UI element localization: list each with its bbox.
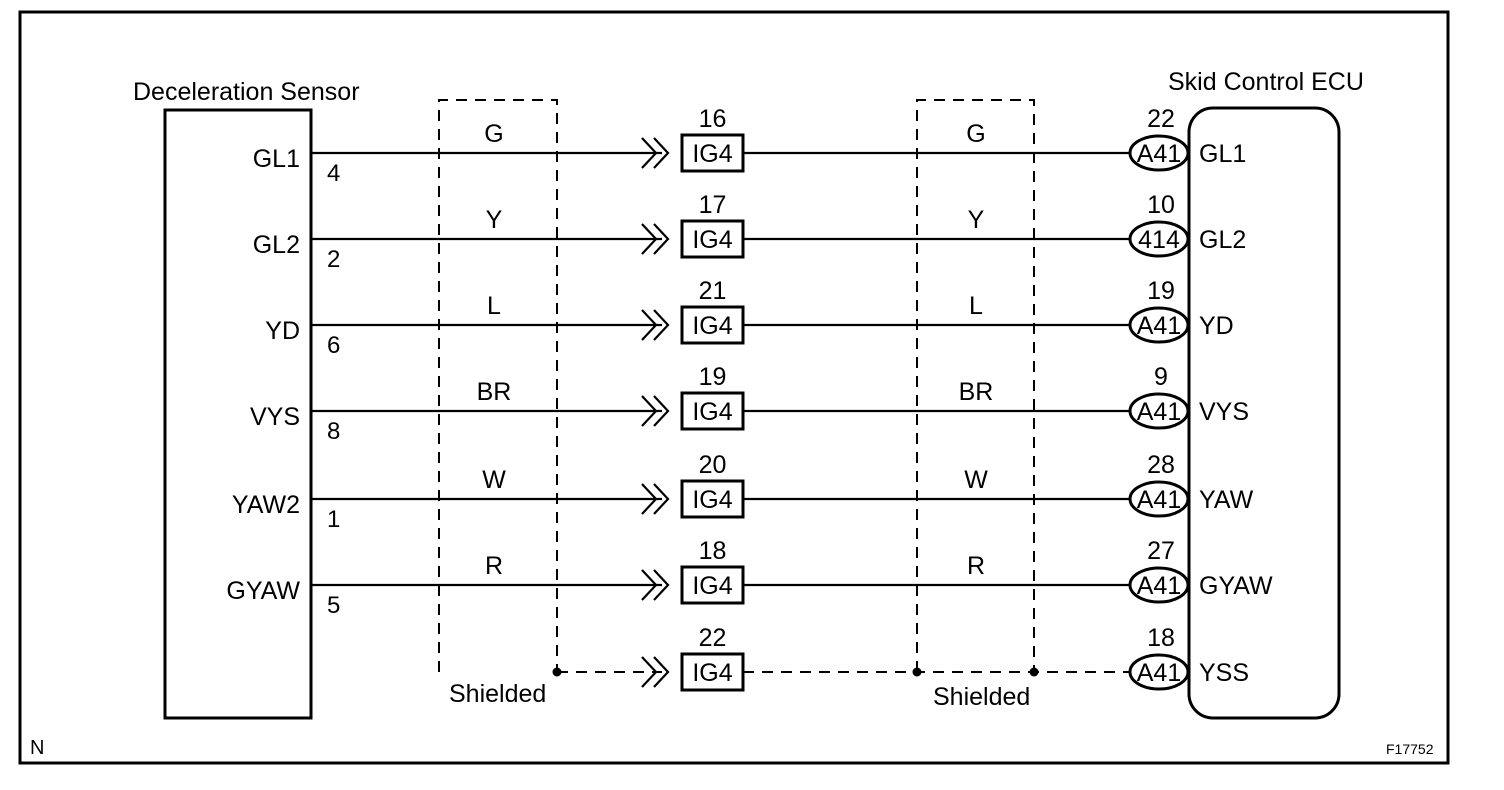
shield-right	[916, 99, 1035, 672]
ecu-connector-label: A41	[1137, 398, 1181, 426]
junction-box	[680, 652, 745, 692]
ecu-pin-number: 10	[1147, 191, 1175, 219]
ecu-terminal-label: GL1	[1199, 140, 1246, 168]
ecu-terminal-label: YSS	[1199, 659, 1249, 687]
wire-color-right: W	[964, 466, 988, 494]
ecu-pin-number: 19	[1147, 277, 1175, 305]
junction-pin-number: 18	[699, 537, 727, 565]
ecu-terminal-label: YD	[1199, 312, 1234, 340]
wire-color-left: Y	[486, 206, 503, 234]
junction-box	[680, 565, 745, 605]
wire-color-left: L	[487, 292, 501, 320]
chevron-connector-icon	[641, 223, 670, 255]
ecu-pin-number: 18	[1147, 624, 1175, 652]
ecu-terminal-label: GYAW	[1199, 572, 1273, 600]
junction-pin-number: 21	[699, 277, 727, 305]
ecu-connector-oval	[1128, 220, 1190, 258]
sensor-pin-number: 2	[327, 246, 340, 273]
chevron-connector-icon	[641, 656, 670, 688]
footer-left-mark: N	[30, 737, 44, 759]
ecu-connector-oval	[1128, 480, 1190, 518]
ecu-pin-number: 27	[1147, 537, 1175, 565]
junction-label: IG4	[692, 226, 732, 254]
ecu-connector-label: A41	[1137, 486, 1181, 514]
sensor-title: Deceleration Sensor	[133, 78, 360, 106]
junction-pin-number: 17	[699, 191, 727, 219]
junction-box	[680, 305, 745, 345]
sensor-terminal-label: YD	[265, 317, 300, 345]
sensor-terminal-label: GL2	[253, 231, 300, 259]
wire-color-left: G	[484, 120, 503, 148]
junction-box	[680, 479, 745, 519]
junction-box	[680, 133, 745, 173]
ecu-terminal-label: VYS	[1199, 398, 1249, 426]
wire-color-right: R	[967, 552, 985, 580]
junction-label: IG4	[692, 312, 732, 340]
chevron-connector-icon	[641, 137, 670, 169]
ecu-pin-number: 22	[1147, 105, 1175, 133]
sensor-pin-number: 5	[327, 592, 340, 619]
junction-label: IG4	[692, 659, 732, 687]
sensor-pin-number: 1	[327, 506, 340, 533]
ecu-connector-oval	[1128, 566, 1190, 604]
sensor-pin-number: 6	[327, 332, 340, 359]
junction-label: IG4	[692, 572, 732, 600]
wire-color-left: BR	[477, 378, 512, 406]
ecu-pin-number: 9	[1154, 363, 1168, 391]
wire-color-right: G	[966, 120, 985, 148]
ecu-terminal-label: YAW	[1199, 486, 1254, 514]
sensor-box	[163, 108, 313, 720]
chevron-connector-icon	[641, 395, 670, 427]
sensor-terminal-label: VYS	[250, 403, 300, 431]
ecu-connector-oval	[1128, 306, 1190, 344]
chevron-connector-icon	[641, 483, 670, 515]
sensor-terminal-label: GL1	[253, 145, 300, 173]
wire-color-left: W	[482, 466, 506, 494]
junction-label: IG4	[692, 140, 732, 168]
chevron-connector-icon	[641, 569, 670, 601]
ecu-terminal-label: GL2	[1199, 226, 1246, 254]
wire-color-right: L	[969, 292, 983, 320]
junction-pin-number: 22	[699, 624, 727, 652]
junction-box	[680, 391, 745, 431]
shield-left-label: Shielded	[449, 680, 546, 708]
junction-label: IG4	[692, 486, 732, 514]
ecu-connector-label: A41	[1137, 140, 1181, 168]
junction-pin-number: 19	[699, 363, 727, 391]
wire-color-right: BR	[959, 378, 994, 406]
ecu-connector-label: A41	[1137, 312, 1181, 340]
wire-color-right: Y	[968, 206, 985, 234]
ecu-title: Skid Control ECU	[1168, 68, 1364, 96]
sensor-terminal-label: YAW2	[232, 491, 300, 519]
shield-right-label: Shielded	[933, 683, 1030, 711]
sensor-pin-number: 4	[327, 160, 340, 187]
figure-id: F17752	[1386, 741, 1434, 757]
junction-pin-number: 20	[699, 451, 727, 479]
ecu-connector-oval	[1128, 134, 1190, 172]
chevron-connector-icon	[641, 309, 670, 341]
junction-pin-number: 16	[699, 105, 727, 133]
wire-color-left: R	[485, 552, 503, 580]
ecu-connector-oval	[1128, 392, 1190, 430]
diagram-frame	[18, 10, 1450, 765]
junction-label: IG4	[692, 398, 732, 426]
sensor-pin-number: 8	[327, 418, 340, 445]
ecu-connector-label: 414	[1138, 226, 1180, 254]
junction-box	[680, 219, 745, 259]
ecu-connector-label: A41	[1137, 572, 1181, 600]
shield-left	[438, 99, 558, 672]
ecu-pin-number: 28	[1147, 451, 1175, 479]
ecu-connector-oval	[1128, 653, 1190, 691]
sensor-terminal-label: GYAW	[226, 577, 300, 605]
ecu-connector-label: A41	[1137, 659, 1181, 687]
